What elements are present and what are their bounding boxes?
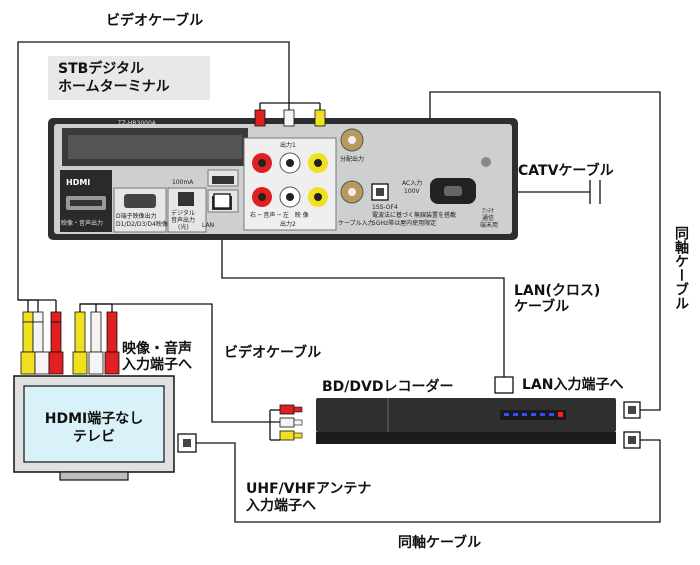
stb-side-1: ｱﾝﾃﾅ bbox=[482, 208, 495, 215]
stb-lan-plug bbox=[213, 193, 231, 209]
recorder-indicator bbox=[558, 412, 563, 417]
recorder-coax-plugs bbox=[623, 401, 641, 449]
stb-out2: 出力2 bbox=[280, 221, 296, 228]
stb-lan: LAN bbox=[202, 222, 215, 229]
video-audio-input-line2: 入力端子へ bbox=[122, 357, 192, 373]
video-cable-top bbox=[17, 41, 290, 312]
stb-notice-2: 5GHz帯は屋内使用限定 bbox=[372, 220, 437, 227]
lan-cross-line1: LAN(クロス) bbox=[514, 283, 601, 299]
recorder-rca-plugs bbox=[279, 404, 303, 441]
stb-d-terminal-1: D端子映像出力 bbox=[116, 213, 157, 220]
stb-optical-2: 音声出力 bbox=[171, 217, 196, 224]
tv-plugs-left bbox=[20, 311, 64, 375]
stb-hdmi-sub: 映像・音声出力 bbox=[61, 220, 104, 227]
stb-optical-1: デジタル bbox=[171, 210, 195, 217]
stb-side-3: 端末用 bbox=[480, 222, 499, 229]
stb-out1: 出力1 bbox=[280, 142, 296, 149]
tv-plugs-right bbox=[72, 311, 120, 375]
video-cable-mid-label: ビデオケーブル bbox=[224, 345, 322, 361]
tv-antenna-plug bbox=[177, 433, 197, 453]
stb-cable-in: ケーブル入力 bbox=[338, 220, 374, 227]
stb-optical-3: (光) bbox=[178, 224, 189, 231]
stb-notice-1: 電波法に基づく無線装置を搭載 bbox=[372, 212, 457, 219]
tv-line1: HDMI端子なし bbox=[44, 411, 144, 427]
stb-coax-plugs bbox=[371, 183, 389, 201]
stb-ac-in-2: 100V bbox=[404, 188, 420, 195]
antenna-input-line2: 入力端子へ bbox=[246, 498, 316, 514]
stb-title-box bbox=[48, 56, 210, 100]
catv-cable-label: CATVケーブル bbox=[518, 163, 614, 179]
stb-usb: 100mA bbox=[172, 179, 194, 186]
coax-cable-bottom-label: 同軸ケーブル bbox=[398, 535, 482, 551]
bd-recorder bbox=[316, 398, 616, 444]
lan-cross-line2: ケーブル bbox=[514, 299, 570, 315]
antenna-input-line1: UHF/VHFアンテナ bbox=[246, 481, 372, 497]
stb-ac-in-1: AC入力 bbox=[402, 180, 423, 187]
stb-hdmi-label: HDMI bbox=[66, 178, 91, 187]
tv-line2: テレビ bbox=[73, 429, 115, 445]
stb-audio-row: 右 ─ 音声 ─ 左 映 像 bbox=[250, 212, 309, 219]
video-cable-mid bbox=[79, 303, 280, 423]
stb-rca-plugs bbox=[254, 109, 326, 127]
stb-title-line2: ホームターミナル bbox=[58, 79, 170, 95]
lan-cable bbox=[221, 205, 505, 377]
bd-recorder-label: BD/DVDレコーダー bbox=[322, 379, 454, 395]
video-cable-top-label: ビデオケーブル bbox=[106, 13, 204, 29]
stb-d-terminal-2: D1/D2/D3/D4映像 bbox=[116, 221, 168, 228]
recorder-display bbox=[504, 413, 554, 416]
stb-tag: 1SS-OF4 bbox=[372, 204, 398, 211]
tv-set bbox=[13, 375, 175, 481]
stb-side-2: 通信 bbox=[482, 215, 495, 222]
video-audio-input-line1: 映像・音声 bbox=[122, 341, 192, 357]
stb-split-out: 分配出力 bbox=[340, 156, 365, 163]
stb-rear-panel bbox=[48, 118, 518, 240]
coax-cable-bottom bbox=[192, 439, 661, 523]
lan-input-label: LAN入力端子へ bbox=[522, 377, 624, 393]
recorder-lan-plug bbox=[494, 376, 514, 394]
coax-cable-right-label: 同軸ケーブル bbox=[673, 226, 689, 310]
stb-title-line1: STBデジタル bbox=[58, 61, 145, 77]
stb-model: TZ-HR3000A bbox=[118, 120, 156, 127]
